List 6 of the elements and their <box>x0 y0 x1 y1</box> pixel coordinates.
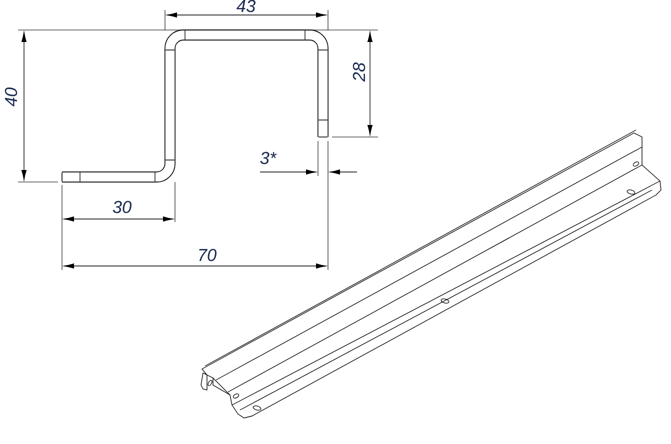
dimension-label: 40 <box>4 88 18 107</box>
dimension-label: 30 <box>112 200 132 214</box>
dimension-label: 28 <box>352 62 366 82</box>
dimension-label: 3* <box>260 152 277 164</box>
dimension-label: 70 <box>199 248 216 262</box>
dimension-label: 43 <box>236 0 256 12</box>
